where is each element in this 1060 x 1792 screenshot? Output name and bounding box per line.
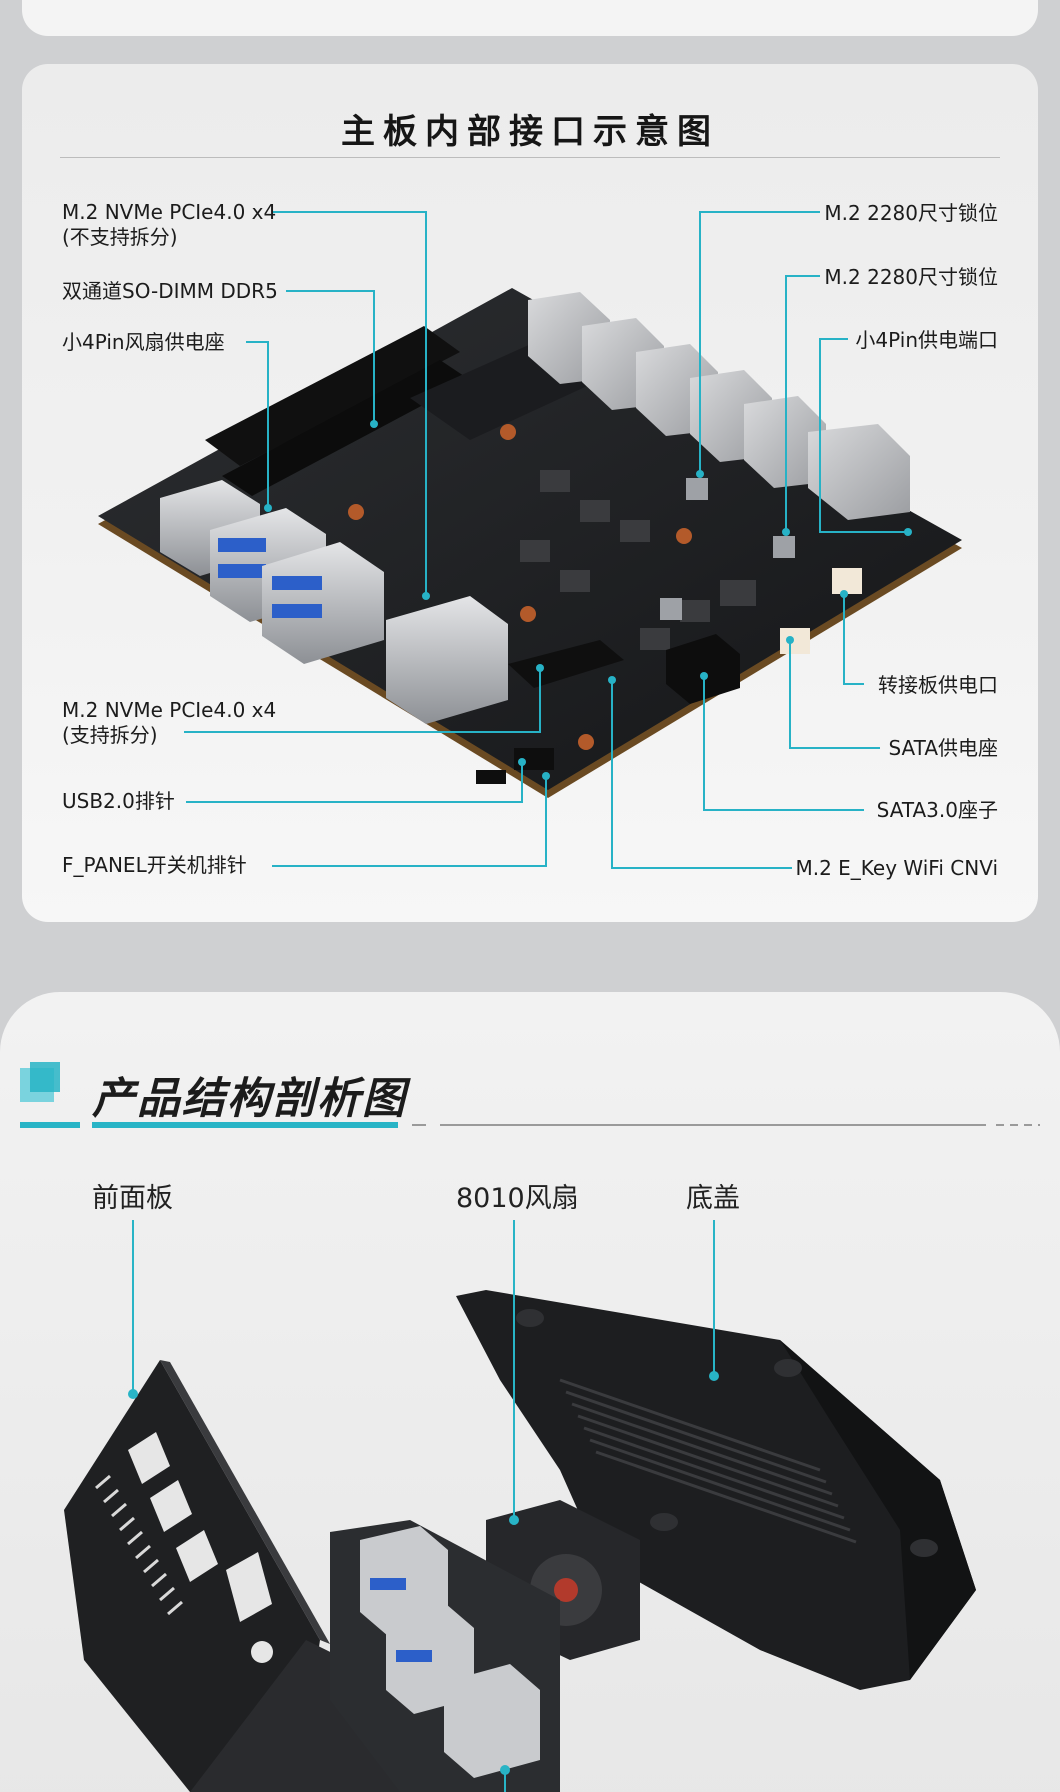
- label-usb2-header: USB2.0排针: [62, 789, 175, 814]
- label-line: (不支持拆分): [62, 225, 178, 249]
- part-label-fan: 8010风扇: [456, 1183, 579, 1214]
- label-line: 小4Pin风扇供电座: [62, 330, 225, 354]
- label-line: 双通道SO-DIMM DDR5: [62, 279, 278, 303]
- part-label-bottom-cover: 底盖: [686, 1183, 740, 1214]
- label-line: USB2.0排针: [62, 789, 175, 813]
- label-sata-power: SATA供电座: [888, 736, 998, 760]
- accent-bar-short: [20, 1122, 80, 1128]
- label-line: M.2 NVMe PCIe4.0 x4: [62, 200, 277, 224]
- label-line: M.2 NVMe PCIe4.0 x4: [62, 698, 277, 722]
- label-fpanel-header: F_PANEL开关机排针: [62, 853, 247, 878]
- label-line: F_PANEL开关机排针: [62, 853, 247, 877]
- label-m2-lock-2: M.2 2280尺寸锁位: [824, 265, 998, 289]
- previous-section-card: [22, 0, 1038, 36]
- part-label-front-panel: 前面板: [92, 1183, 173, 1214]
- motherboard-title: 主板内部接口示意图: [341, 112, 719, 152]
- divider-dashed: [996, 1124, 1040, 1126]
- label-m2-lock-1: M.2 2280尺寸锁位: [824, 201, 998, 225]
- label-m2-nvme-nonsplit: M.2 NVMe PCIe4.0 x4 (不支持拆分): [62, 200, 276, 250]
- label-adapter-power: 转接板供电口: [878, 673, 998, 697]
- label-m2-nvme-split: M.2 NVMe PCIe4.0 x4 (支持拆分): [62, 698, 276, 748]
- section-icon-overlay: [30, 1062, 60, 1092]
- label-wifi-cnvi: M.2 E_Key WiFi CNVi: [795, 856, 998, 880]
- label-fan-header: 小4Pin风扇供电座: [62, 330, 225, 355]
- label-sata3: SATA3.0座子: [876, 798, 998, 822]
- label-line: (支持拆分): [62, 723, 158, 747]
- divider-line: [440, 1124, 986, 1126]
- title-divider: [60, 157, 1000, 158]
- label-so-dimm-ddr5: 双通道SO-DIMM DDR5: [62, 279, 278, 304]
- accent-bar-long: [92, 1122, 398, 1128]
- divider-dash: [412, 1124, 426, 1126]
- structure-title: 产品结构剖析图: [92, 1074, 407, 1124]
- label-4pin-power: 小4Pin供电端口: [855, 328, 998, 352]
